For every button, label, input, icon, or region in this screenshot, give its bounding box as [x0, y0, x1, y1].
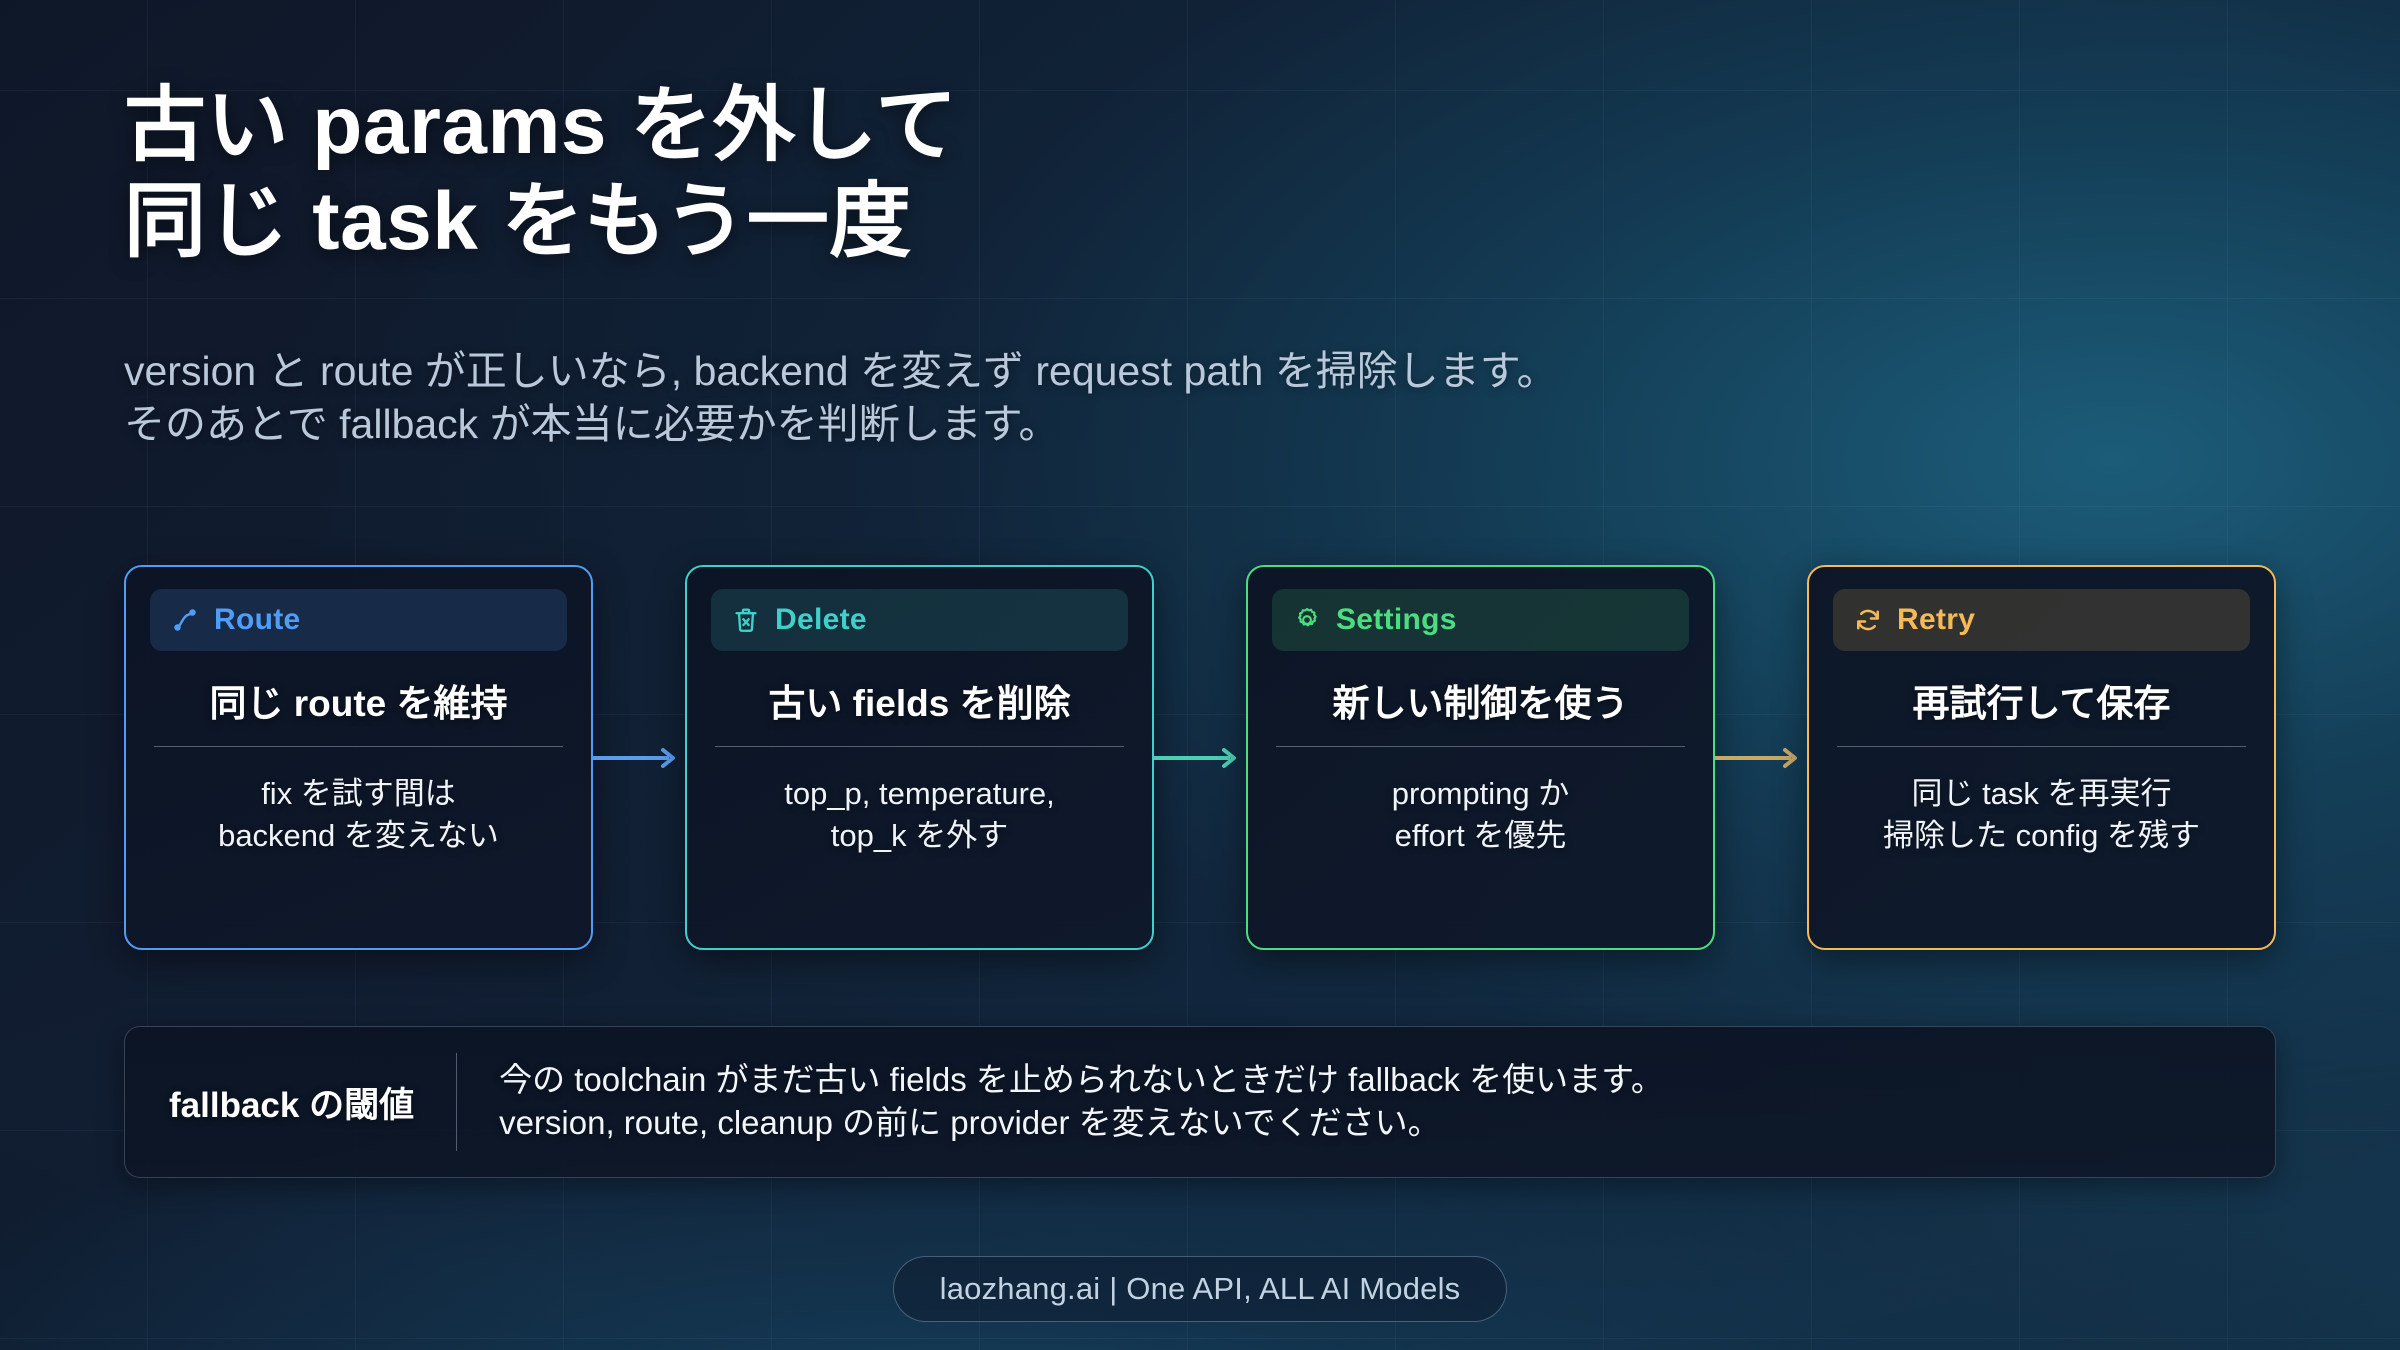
- note-label: fallback の閾値: [169, 1085, 415, 1125]
- card-title: 同じ route を維持: [209, 683, 508, 724]
- card-badge-label: Route: [214, 603, 301, 636]
- route-icon: [174, 609, 196, 631]
- card-badge-label: Settings: [1336, 603, 1457, 636]
- card-row: Route 同じ route を維持 fix を試す間は backend を変え…: [124, 565, 2276, 950]
- card-title: 古い fields を削除: [768, 683, 1071, 724]
- step-card-retry[interactable]: Retry 再試行して保存 同じ task を再実行 掃除した config を…: [1807, 565, 2276, 950]
- trash-x-icon: [735, 608, 757, 632]
- card-divider: [715, 746, 1124, 748]
- note-text: 今の toolchain がまだ古い fields を止められないときだけ fa…: [499, 1061, 1664, 1141]
- card-badge-label: Delete: [775, 603, 867, 636]
- card-badge-delete: Delete: [711, 589, 1128, 651]
- card-divider: [154, 746, 563, 748]
- footer: laozhang.ai | One API, ALL AI Models: [0, 1256, 2400, 1322]
- connector-arrow-1: [593, 565, 685, 950]
- card-body: 同じ task を再実行 掃除した config を残す: [1883, 776, 2200, 853]
- step-card-settings[interactable]: Settings 新しい制御を使う prompting か effort を優先: [1246, 565, 1715, 950]
- card-body: top_p, temperature, top_k を外す: [784, 776, 1055, 853]
- card-divider: [1276, 746, 1685, 748]
- refresh-icon: [1857, 609, 1879, 631]
- gear-icon: [1298, 607, 1317, 627]
- page-subtitle: version と route が正しいなら, backend を変えず req…: [124, 348, 1558, 448]
- step-card-route[interactable]: Route 同じ route を維持 fix を試す間は backend を変え…: [124, 565, 593, 950]
- card-title: 新しい制御を使う: [1332, 683, 1629, 724]
- card-title: 再試行して保存: [1912, 683, 2171, 724]
- connector-arrow-3: [1715, 565, 1807, 950]
- connector-arrow-2: [1154, 565, 1246, 950]
- card-badge-route: Route: [150, 589, 567, 651]
- card-divider: [1837, 746, 2246, 748]
- card-badge-settings: Settings: [1272, 589, 1689, 651]
- card-body: prompting か effort を優先: [1391, 776, 1570, 853]
- note-separator: [456, 1053, 458, 1151]
- step-card-delete[interactable]: Delete 古い fields を削除 top_p, temperature,…: [685, 565, 1154, 950]
- card-badge-label: Retry: [1897, 603, 1976, 636]
- brand-badge: laozhang.ai | One API, ALL AI Models: [892, 1256, 1508, 1322]
- card-badge-retry: Retry: [1833, 589, 2250, 651]
- fallback-note-bar: fallback の閾値 今の toolchain がまだ古い fields を…: [124, 1026, 2276, 1178]
- page-title: 古い params を外して 同じ task をもう一度: [124, 80, 958, 267]
- card-body: fix を試す間は backend を変えない: [218, 776, 499, 853]
